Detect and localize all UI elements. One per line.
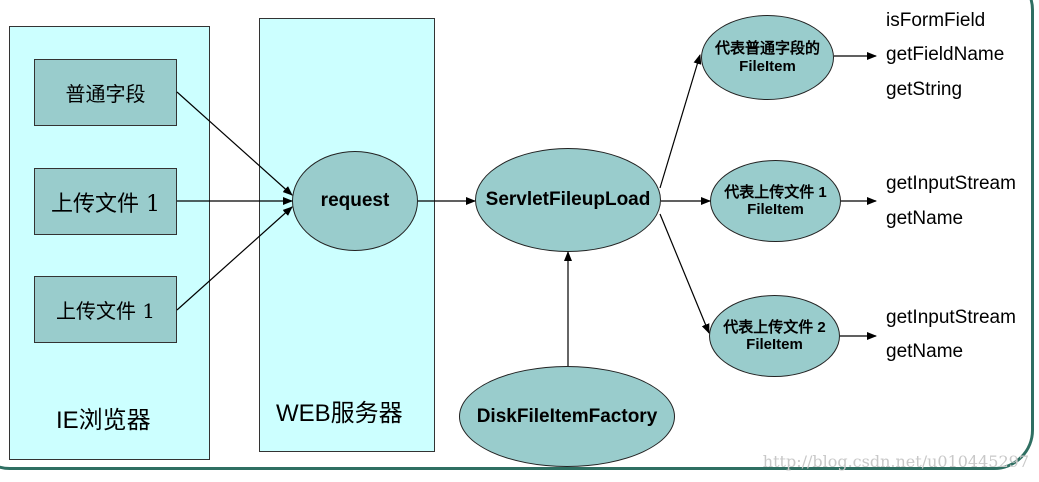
method-getname-1: getName bbox=[886, 208, 964, 229]
browser-caption: IE浏览器 bbox=[56, 407, 151, 434]
method-getinputstream-1: getInputStream bbox=[886, 173, 1016, 194]
request-label: request bbox=[320, 190, 390, 212]
server-caption: WEB服务器 bbox=[276, 400, 403, 427]
fileitem-node-normal: 代表普通字段的 FileItem bbox=[701, 15, 834, 100]
arrow-servlet-to-item-upload2 bbox=[659, 213, 710, 334]
method-getname-2: getName bbox=[886, 341, 964, 362]
method-isformfield: isFormField bbox=[886, 10, 986, 31]
servlet-fileupload-node: ServletFileupLoad bbox=[475, 148, 661, 252]
fileitem-normal-line1: 代表普通字段的 bbox=[714, 40, 820, 58]
field-box-upload-2: 上传文件 1 bbox=[34, 276, 177, 343]
arrow-upload2-to-request bbox=[176, 206, 293, 311]
fileitem-upload-2-line1: 代表上传文件 2 bbox=[723, 318, 826, 336]
field-box-upload-1: 上传文件 1 bbox=[34, 168, 177, 235]
servlet-fileupload-label: ServletFileupLoad bbox=[485, 189, 651, 211]
method-getinputstream-2: getInputStream bbox=[886, 307, 1016, 328]
fileitem-upload-1-line1: 代表上传文件 1 bbox=[724, 183, 827, 201]
fileitem-node-upload-1: 代表上传文件 1 FileItem bbox=[710, 160, 841, 242]
disk-fileitem-factory-node: DiskFileItemFactory bbox=[459, 366, 675, 467]
fileitem-node-upload-2: 代表上传文件 2 FileItem bbox=[709, 295, 840, 377]
fileitem-upload-2-line2: FileItem bbox=[746, 336, 803, 353]
fileitem-upload-1-line2: FileItem bbox=[747, 201, 804, 218]
request-node: request bbox=[292, 151, 418, 251]
disk-fileitem-factory-label: DiskFileItemFactory bbox=[476, 405, 658, 427]
method-getfieldname: getFieldName bbox=[886, 44, 1005, 65]
watermark: http://blog.csdn.net/u010445297 bbox=[762, 452, 1029, 471]
arrow-normal-to-request bbox=[176, 91, 293, 196]
arrow-servlet-to-item-normal bbox=[659, 54, 702, 189]
method-getstring: getString bbox=[886, 79, 963, 100]
field-box-normal: 普通字段 bbox=[34, 59, 177, 126]
slide-frame bbox=[0, 0, 1034, 470]
fileitem-normal-line2: FileItem bbox=[739, 57, 796, 75]
